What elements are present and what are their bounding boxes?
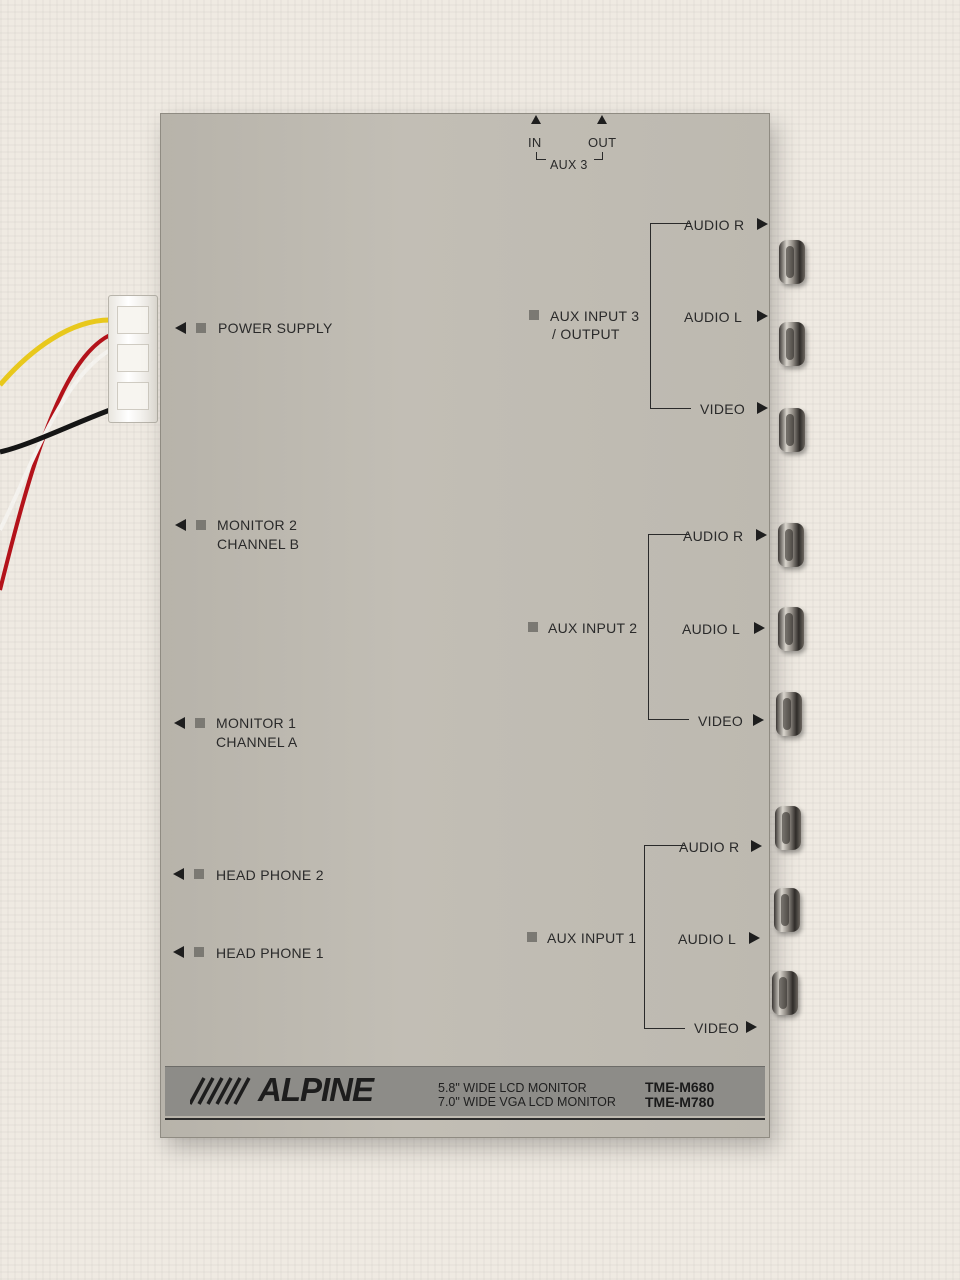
right-arrow-icon xyxy=(753,714,764,726)
port-indicator xyxy=(196,323,206,333)
port-indicator xyxy=(194,869,204,879)
wire-yellow xyxy=(0,317,111,387)
brand-band xyxy=(165,1066,765,1116)
aux-group-label: AUX INPUT 2 xyxy=(548,620,638,636)
right-arrow-icon xyxy=(749,932,760,944)
aux3-bracket-line xyxy=(536,159,546,160)
rca-jack xyxy=(778,523,804,567)
aux-group-label: AUX INPUT 3 xyxy=(550,308,640,324)
rca-jack xyxy=(778,607,804,651)
aux-group-bracket xyxy=(650,223,691,409)
left-arrow-icon xyxy=(173,946,184,958)
output-label: AUDIO L xyxy=(678,931,737,947)
wire-red xyxy=(0,333,111,591)
output-label: AUDIO L xyxy=(684,309,743,325)
wire-white xyxy=(0,348,112,531)
aux-group-bracket xyxy=(644,845,685,1029)
power-connector-plug xyxy=(108,295,158,423)
wire-black xyxy=(0,407,111,455)
model-number-1: TME-M680 xyxy=(645,1079,715,1095)
port-label: HEAD PHONE 1 xyxy=(216,945,324,961)
aux-group-label: / OUTPUT xyxy=(552,326,620,342)
port-label: POWER SUPPLY xyxy=(218,320,333,336)
aux3-group-label: AUX 3 xyxy=(550,158,588,172)
right-arrow-icon xyxy=(756,529,767,541)
port-label: HEAD PHONE 2 xyxy=(216,867,324,883)
port-label: MONITOR 2 xyxy=(217,517,298,533)
right-arrow-icon xyxy=(757,402,768,414)
rca-jack xyxy=(775,806,801,850)
rca-jack xyxy=(774,888,800,932)
rca-jack xyxy=(772,971,798,1015)
left-arrow-icon xyxy=(175,322,186,334)
aux3-bracket-right xyxy=(602,152,603,160)
left-arrow-icon xyxy=(175,519,186,531)
right-arrow-icon xyxy=(757,218,768,230)
aux-group-label: AUX INPUT 1 xyxy=(547,930,637,946)
port-indicator xyxy=(196,520,206,530)
port-indicator xyxy=(195,718,205,728)
port-indicator xyxy=(528,622,538,632)
connector-slot xyxy=(117,306,149,334)
right-arrow-icon xyxy=(746,1021,757,1033)
aux3-out-label: OUT xyxy=(588,135,617,150)
output-label: VIDEO xyxy=(694,1020,740,1036)
right-arrow-icon xyxy=(754,622,765,634)
rca-jack xyxy=(779,240,805,284)
aux3-in-arrow-icon xyxy=(531,115,541,124)
rca-jack xyxy=(776,692,802,736)
rca-jack xyxy=(779,408,805,452)
spec-line-2: 7.0" WIDE VGA LCD MONITOR xyxy=(438,1095,616,1109)
rca-jack xyxy=(779,322,805,366)
left-arrow-icon xyxy=(173,868,184,880)
output-label: AUDIO R xyxy=(684,217,745,233)
output-label: VIDEO xyxy=(700,401,746,417)
footer-rule xyxy=(165,1118,765,1120)
output-label: VIDEO xyxy=(698,713,744,729)
spec-line-1: 5.8" WIDE LCD MONITOR xyxy=(438,1081,587,1095)
device-panel xyxy=(160,113,770,1138)
aux3-bracket-line xyxy=(594,159,602,160)
output-label: AUDIO L xyxy=(682,621,741,637)
aux-group-bracket xyxy=(648,534,689,720)
port-label: CHANNEL B xyxy=(217,536,300,552)
output-label: AUDIO R xyxy=(679,839,740,855)
model-number-2: TME-M780 xyxy=(645,1094,715,1110)
port-label: MONITOR 1 xyxy=(216,715,297,731)
right-arrow-icon xyxy=(757,310,768,322)
alpine-stripes-logo-icon xyxy=(190,1077,251,1105)
port-indicator xyxy=(194,947,204,957)
aux3-in-label: IN xyxy=(528,135,542,150)
port-indicator xyxy=(527,932,537,942)
aux3-bracket-left xyxy=(536,152,537,160)
port-label: CHANNEL A xyxy=(216,734,298,750)
left-arrow-icon xyxy=(174,717,185,729)
aux3-out-arrow-icon xyxy=(597,115,607,124)
right-arrow-icon xyxy=(751,840,762,852)
brand-logo: ALPINE xyxy=(258,1071,374,1108)
connector-slot xyxy=(117,344,149,372)
output-label: AUDIO R xyxy=(683,528,744,544)
port-indicator xyxy=(529,310,539,320)
connector-slot xyxy=(117,382,149,410)
